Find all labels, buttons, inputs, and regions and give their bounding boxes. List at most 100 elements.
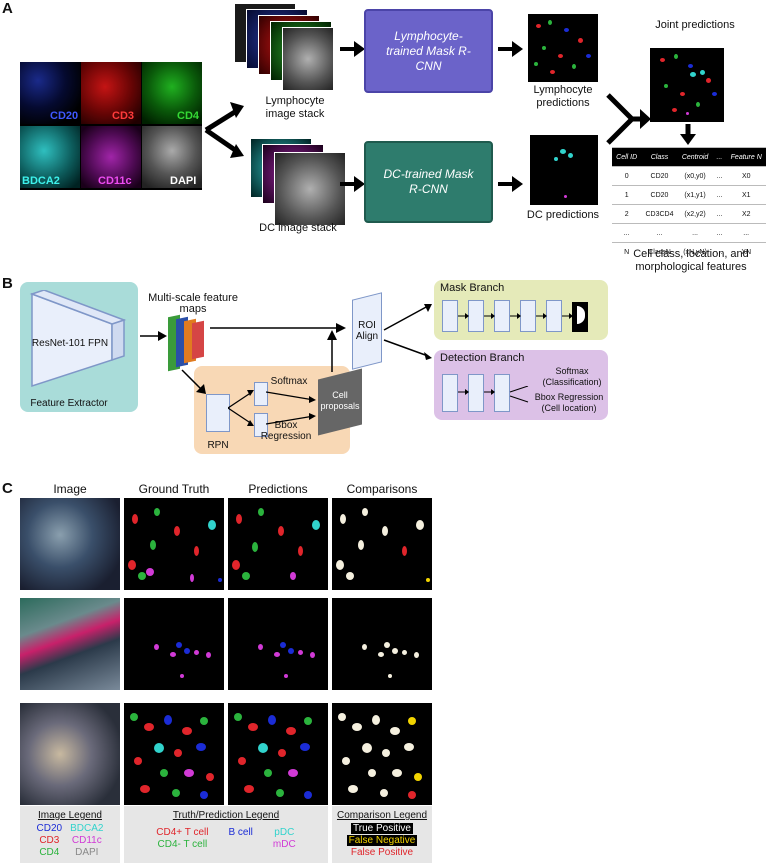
- merge-arrow: [606, 93, 651, 145]
- image-legend-title: Image Legend: [38, 810, 102, 821]
- backbone-label: ResNet-101 FPN: [31, 338, 109, 349]
- legend-true-positive: True Positive: [351, 823, 413, 834]
- mask-output-icon: [577, 306, 585, 324]
- softmax-label: Softmax: [270, 376, 308, 387]
- det-bbox-label: Bbox Regression (Cell location): [534, 392, 604, 413]
- table-header-cell: Feature N: [726, 147, 766, 167]
- prediction-tile-1: [228, 498, 328, 590]
- dapi-label: DAPI: [170, 175, 197, 187]
- detection-branch-panel: [434, 350, 608, 420]
- table-cell: X1: [726, 185, 766, 205]
- column-comparisons: Comparisons: [346, 482, 418, 496]
- lymphocyte-model-box: Lymphocyte-trained Mask R-CNN: [364, 9, 493, 93]
- cell-proposals-label: Cell proposals: [320, 390, 360, 411]
- dapi-channel: [142, 126, 202, 188]
- cd3-label: CD3: [112, 110, 135, 122]
- lymphocyte-prediction-image: [528, 14, 598, 82]
- lymphocyte-stack: [234, 3, 334, 93]
- comparison-tile-1: [332, 498, 432, 590]
- table-cell: ...: [726, 223, 766, 243]
- table-header-cell: Cell ID: [612, 147, 642, 167]
- split-arrow: [204, 102, 244, 158]
- table-cell: ...: [712, 223, 727, 243]
- comparison-tile-3: [332, 703, 432, 805]
- arrow-to-roi: [210, 323, 346, 333]
- roi-branch-arrows: [383, 304, 432, 360]
- bdca2-label: BDCA2: [22, 175, 60, 187]
- table-cell: N: [612, 242, 642, 261]
- table-cell: ...: [612, 223, 642, 243]
- mask-arrows: [458, 313, 573, 319]
- roi-align-label: ROI Align: [355, 320, 379, 342]
- backbone-shape: [29, 290, 127, 388]
- to-proposals-arrows: [266, 391, 316, 425]
- comparison-tile-2: [332, 598, 432, 690]
- truth-legend-title: Truth/Prediction Legend: [172, 810, 280, 821]
- table-header-cell: Class: [641, 147, 678, 167]
- comparison-legend: Comparison Legend True Positive False Ne…: [332, 806, 432, 863]
- rpn-label: RPN: [207, 440, 229, 451]
- image-tile-1: [20, 498, 120, 590]
- cd3-channel: [81, 62, 141, 124]
- table-row: ... ... ... ... ...: [612, 223, 766, 243]
- dc-prediction-caption: DC predictions: [526, 209, 600, 221]
- table-cell: ...: [712, 204, 727, 224]
- bdca2-channel: [20, 126, 80, 188]
- table-cell: (x1,y1): [677, 185, 713, 205]
- panel-c-letter: C: [2, 480, 13, 497]
- lymphocyte-stack-caption: Lymphocyte image stack: [265, 95, 325, 120]
- cd11c-channel: [81, 126, 141, 188]
- legend-bdca2: BDCA2: [70, 823, 104, 834]
- det-layer-3: [494, 374, 510, 412]
- panel-b-letter: B: [2, 275, 13, 292]
- arrow-to-dc-pred: [498, 176, 523, 192]
- legend-cd4: CD4: [39, 847, 60, 858]
- legend-bcell: B cell: [228, 827, 253, 838]
- channel-mosaic: CD20 CD3 CD4 BDCA2 CD11c DAPI: [20, 62, 202, 190]
- detection-branch-label: Detection Branch: [440, 352, 525, 364]
- dc-model-label: DC-trained Mask R-CNN: [383, 167, 474, 196]
- table-cell: ClassN: [641, 242, 678, 261]
- column-ground-truth: Ground Truth: [138, 482, 210, 496]
- bbox-slab: [254, 413, 268, 437]
- table-cell: ...: [677, 223, 713, 243]
- ground-truth-tile-3: [124, 703, 224, 805]
- table-cell: ...: [712, 242, 727, 261]
- legend-mdc: mDC: [272, 839, 296, 850]
- cd20-channel: [20, 62, 80, 124]
- dc-stack: [250, 138, 350, 230]
- dc-stack-caption: DC image stack: [259, 222, 337, 234]
- arrow-to-feature-maps: [140, 331, 167, 341]
- cd4-channel: [142, 62, 202, 124]
- legend-dapi: DAPI: [75, 847, 99, 858]
- table-cell: ...: [641, 223, 678, 243]
- legend-cd4neg-tcell: CD4- T cell: [157, 839, 208, 850]
- legend-false-negative: False Negative: [346, 835, 418, 846]
- comparison-legend-title: Comparison Legend: [336, 810, 428, 821]
- table-header-row: Cell ID Class Centroid ... Feature N: [612, 147, 766, 167]
- table-caption: Cell class, location, and morphological …: [633, 248, 749, 273]
- cd11c-label: CD11c: [98, 175, 132, 187]
- legend-cd11c: CD11c: [71, 835, 102, 846]
- mask-branch-label: Mask Branch: [440, 282, 505, 294]
- table-cell: (x2,y2): [677, 204, 713, 224]
- legend-cd4pos-tcell: CD4+ T cell: [156, 827, 209, 838]
- joint-prediction-caption: Joint predictions: [655, 19, 735, 31]
- rpn-slab: [206, 394, 230, 432]
- legend-cd20: CD20: [36, 823, 63, 834]
- cd4-label: CD4: [177, 110, 200, 122]
- arrow-to-table: [680, 124, 696, 145]
- table-cell: X0: [726, 166, 766, 186]
- arrow-to-lymph-model: [340, 41, 365, 57]
- table-header-cell: Centroid: [677, 147, 713, 167]
- lymphocyte-model-label: Lymphocyte-trained Mask R-CNN: [386, 28, 471, 73]
- table-cell: 2: [612, 204, 642, 224]
- bbox-regression-label: Bbox Regression: [260, 420, 312, 442]
- ground-truth-tile-2: [124, 598, 224, 690]
- table-cell: 1: [612, 185, 642, 205]
- det-layer-2: [468, 374, 484, 412]
- truth-prediction-legend: Truth/Prediction Legend CD4+ T cell CD4-…: [124, 806, 328, 863]
- table-row: N ClassN (xN,yN) ... XN: [612, 242, 766, 261]
- table-cell: X2: [726, 204, 766, 224]
- feature-table: Cell ID Class Centroid ... Feature N 0 C…: [612, 147, 766, 261]
